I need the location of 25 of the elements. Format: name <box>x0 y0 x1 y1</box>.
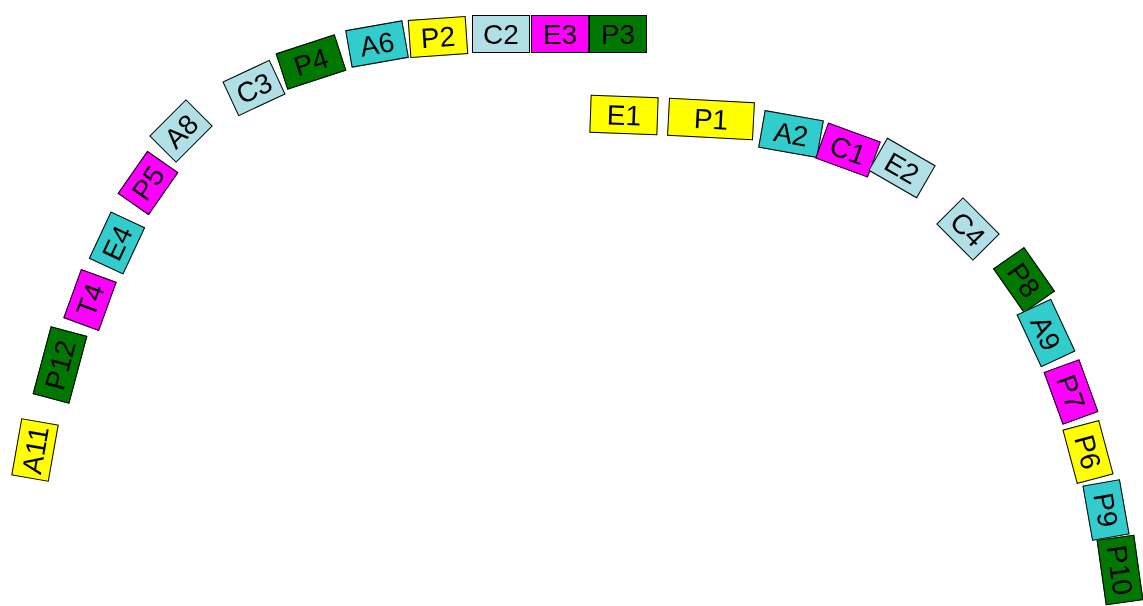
code-tag: E4 <box>88 211 146 275</box>
code-tag: E2 <box>868 137 936 199</box>
code-tag: A11 <box>11 418 59 482</box>
code-tag: P2 <box>407 16 469 58</box>
code-tag: C3 <box>222 59 286 117</box>
code-tag: P7 <box>1043 359 1099 425</box>
code-tag: C1 <box>815 122 881 178</box>
code-tag: P12 <box>32 326 88 404</box>
code-tag: T4 <box>63 269 117 331</box>
code-tag: P8 <box>992 247 1056 313</box>
code-tag: P9 <box>1082 479 1130 541</box>
code-tag: P5 <box>117 150 179 216</box>
code-tag: P6 <box>1062 420 1114 484</box>
code-tag: A2 <box>758 110 824 158</box>
code-tag: P1 <box>667 97 755 141</box>
code-tag: P3 <box>589 15 647 53</box>
code-tag: A9 <box>1016 298 1076 368</box>
code-tag: C2 <box>472 15 530 53</box>
code-tag: P4 <box>275 34 347 90</box>
code-tag: P10 <box>1096 534 1143 606</box>
code-tag: A8 <box>149 99 213 163</box>
code-tag: E3 <box>531 15 589 53</box>
code-tag: C4 <box>936 197 1000 261</box>
code-tag: E1 <box>589 94 659 136</box>
code-tag: A6 <box>345 20 409 68</box>
